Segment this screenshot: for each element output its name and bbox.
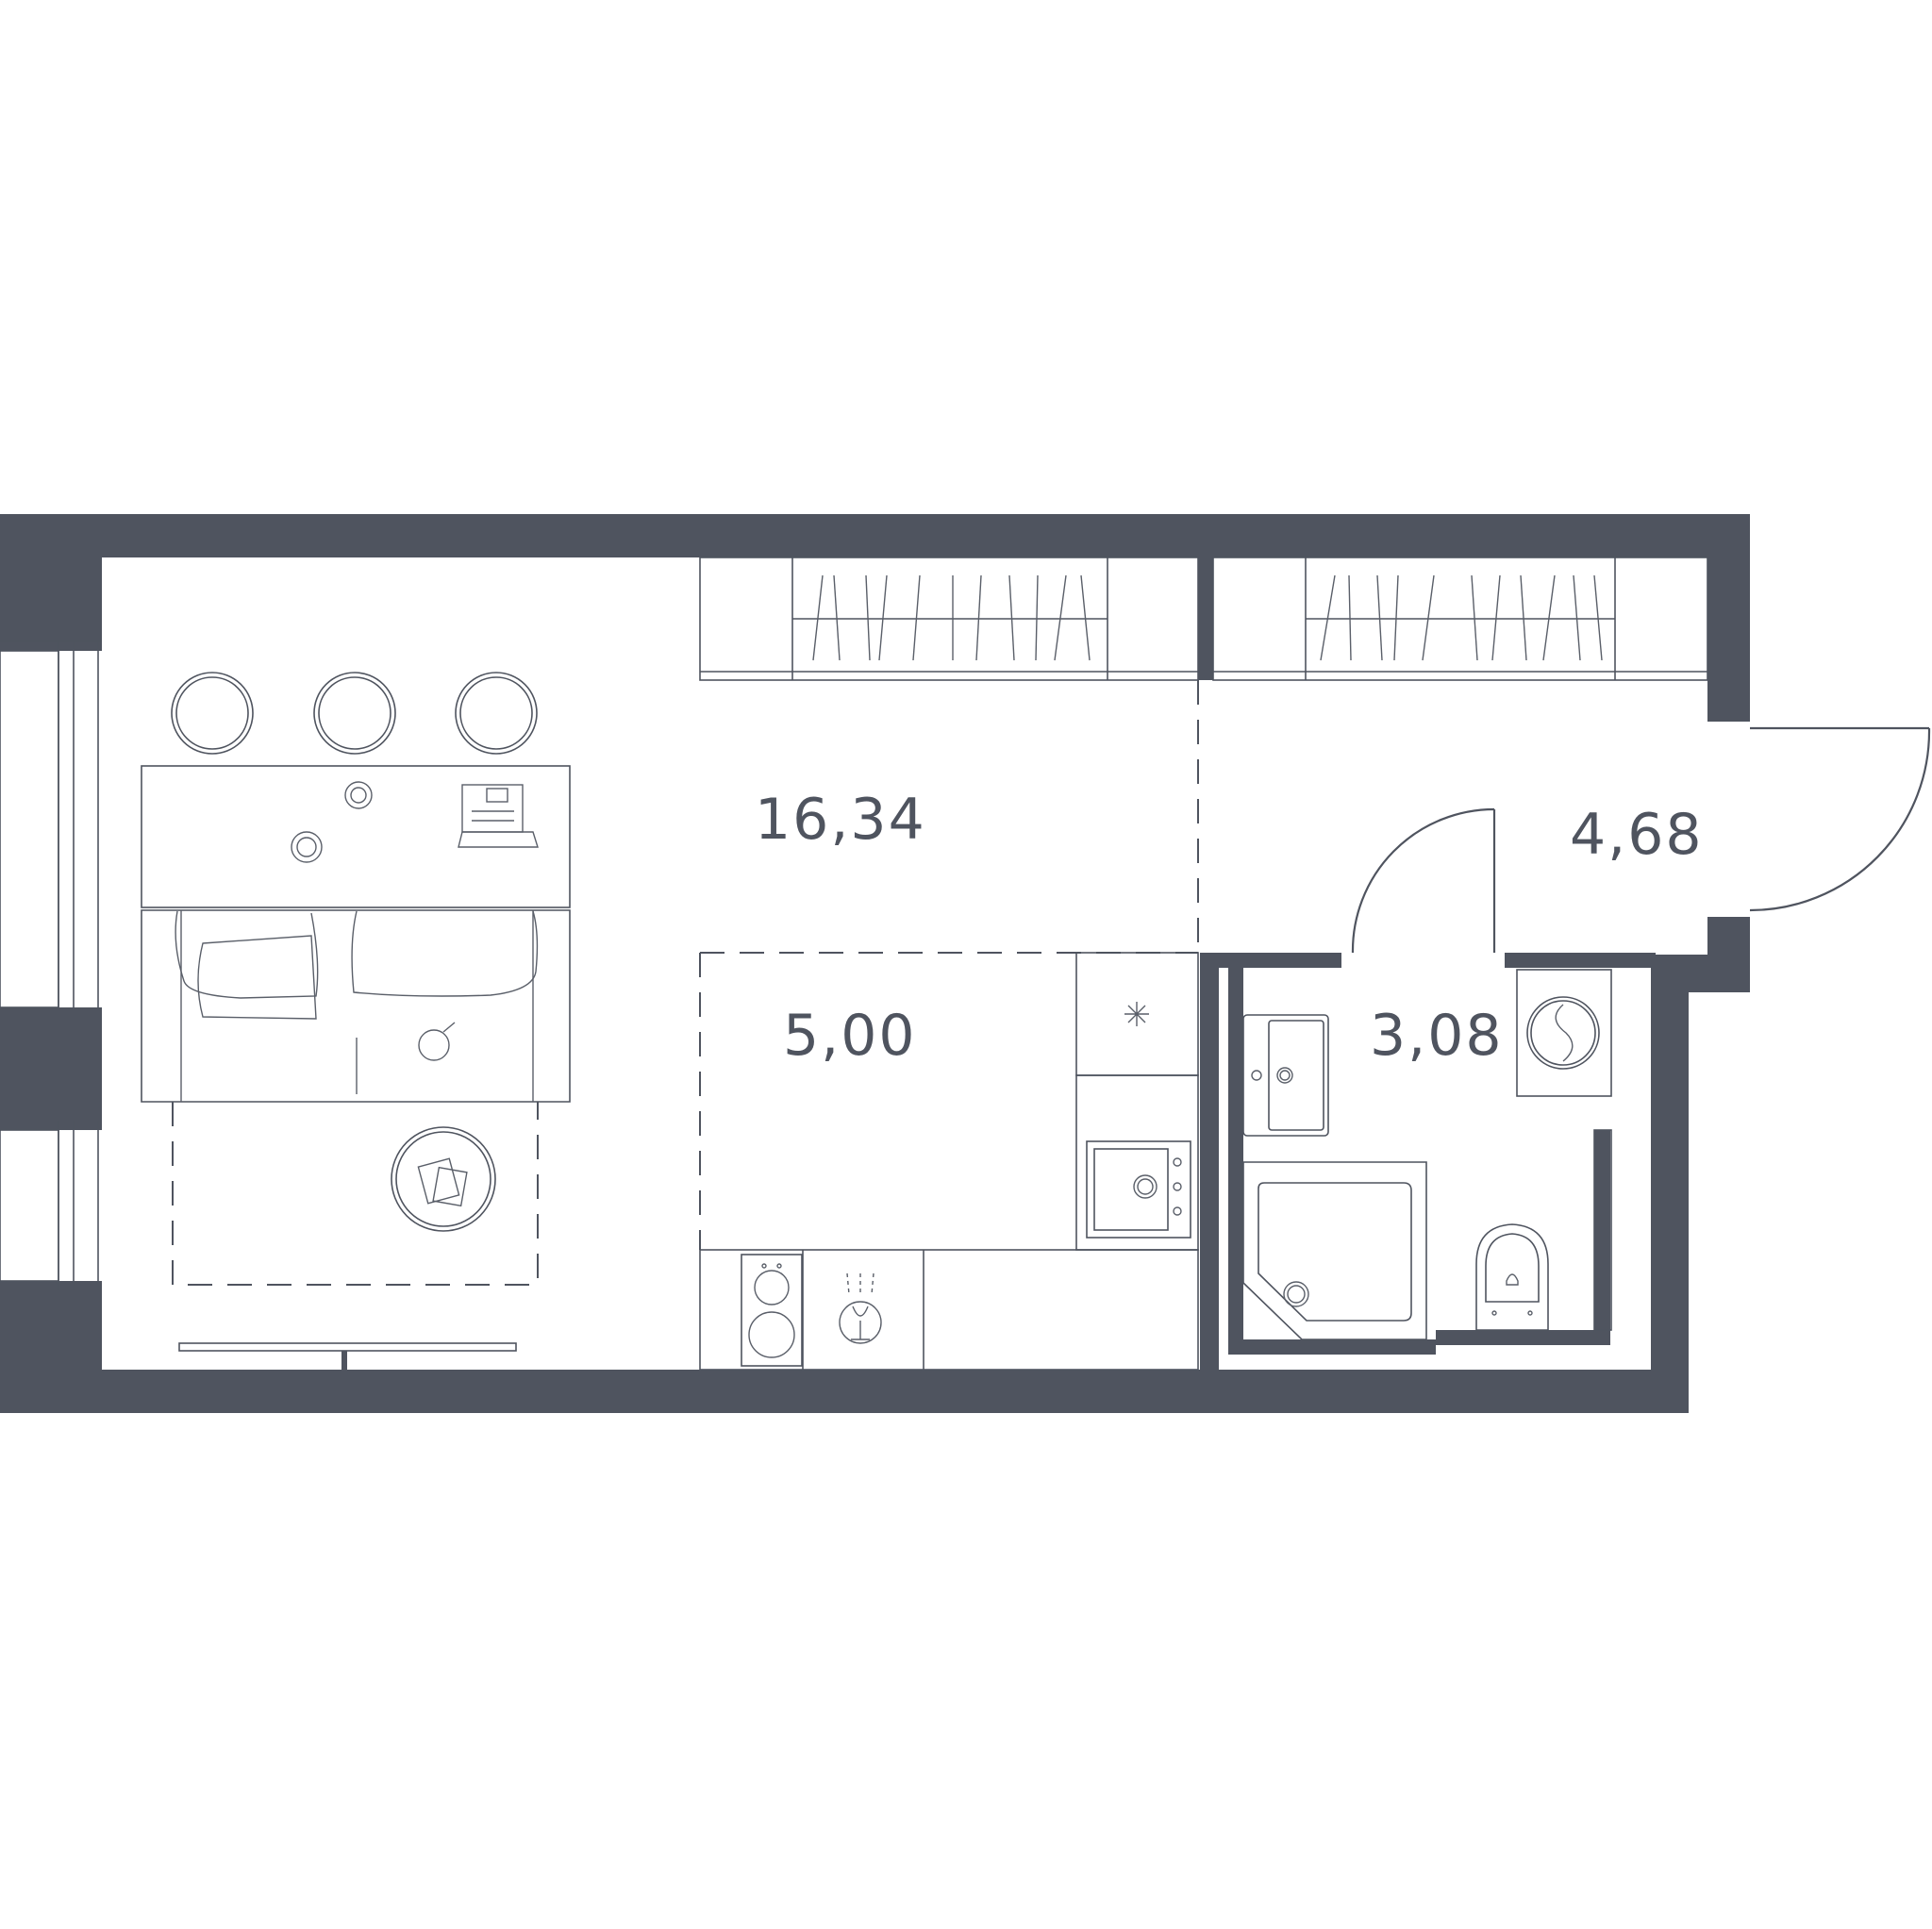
bathroom-area: 3,08 — [1370, 1003, 1504, 1069]
rug-icon — [172, 1102, 539, 1286]
living-room-area: 16,34 — [755, 787, 926, 853]
toilet-icon — [1475, 1223, 1549, 1331]
partition — [1593, 1129, 1612, 1331]
walls — [0, 514, 1750, 1413]
washbasin-icon — [1242, 1014, 1329, 1137]
door-swing-icon — [1749, 726, 1931, 912]
shower-tray-icon — [1242, 1161, 1427, 1340]
hallway-area: 4,68 — [1570, 802, 1704, 868]
stool-icon — [171, 672, 538, 755]
bathroom-door-icon — [1351, 807, 1496, 954]
washing-machine-icon — [1516, 969, 1612, 1097]
fridge-icon — [1124, 1002, 1149, 1026]
wardrobe-icon — [699, 557, 1708, 681]
laptop-icon — [458, 784, 539, 848]
area-labels: 16,34 5,00 3,08 4,68 — [755, 787, 1704, 1069]
faucet-icon — [839, 1272, 882, 1344]
window-icon — [0, 640, 102, 1290]
tv-icon — [178, 1342, 517, 1370]
zone-dividers — [699, 680, 1199, 1250]
kitchen-counter — [699, 952, 1199, 1371]
round-table-icon — [391, 1126, 496, 1232]
sofa-icon — [141, 909, 571, 1103]
stove-icon — [741, 1254, 803, 1367]
desk-icon — [141, 765, 571, 908]
kitchen-area: 5,00 — [783, 1003, 917, 1069]
sink-icon — [1086, 1140, 1191, 1239]
